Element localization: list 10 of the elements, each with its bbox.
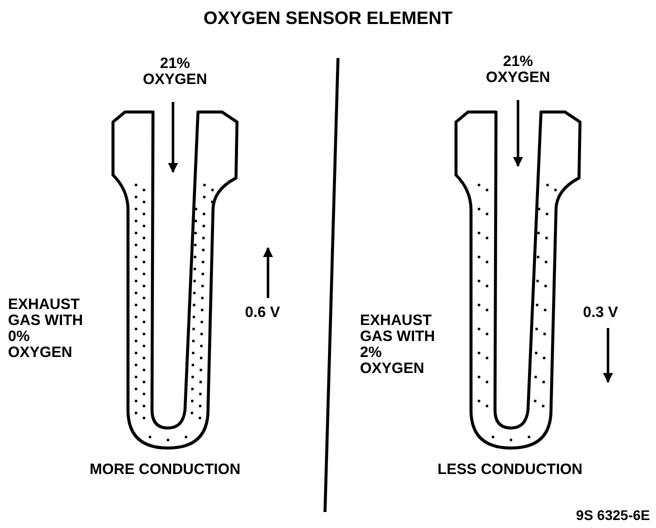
conduction-label: LESS CONDUCTION	[436, 462, 584, 478]
voltage-label: 0.3 V	[583, 305, 618, 321]
figure-code: 9S 6325-6E	[575, 507, 650, 523]
title: OXYGEN SENSOR ELEMENT	[202, 8, 454, 28]
voltage-label: 0.6 V	[245, 305, 280, 321]
conduction-label: MORE CONDUCTION	[88, 462, 242, 478]
oxygen-label: 21% OXYGEN	[142, 56, 208, 88]
exhaust-gas-label: EXHAUST GAS WITH 0% OXYGEN	[8, 297, 84, 361]
oxygen-label: 21% OXYGEN	[484, 54, 552, 86]
exhaust-gas-label: EXHAUST GAS WITH 2% OXYGEN	[360, 313, 436, 377]
